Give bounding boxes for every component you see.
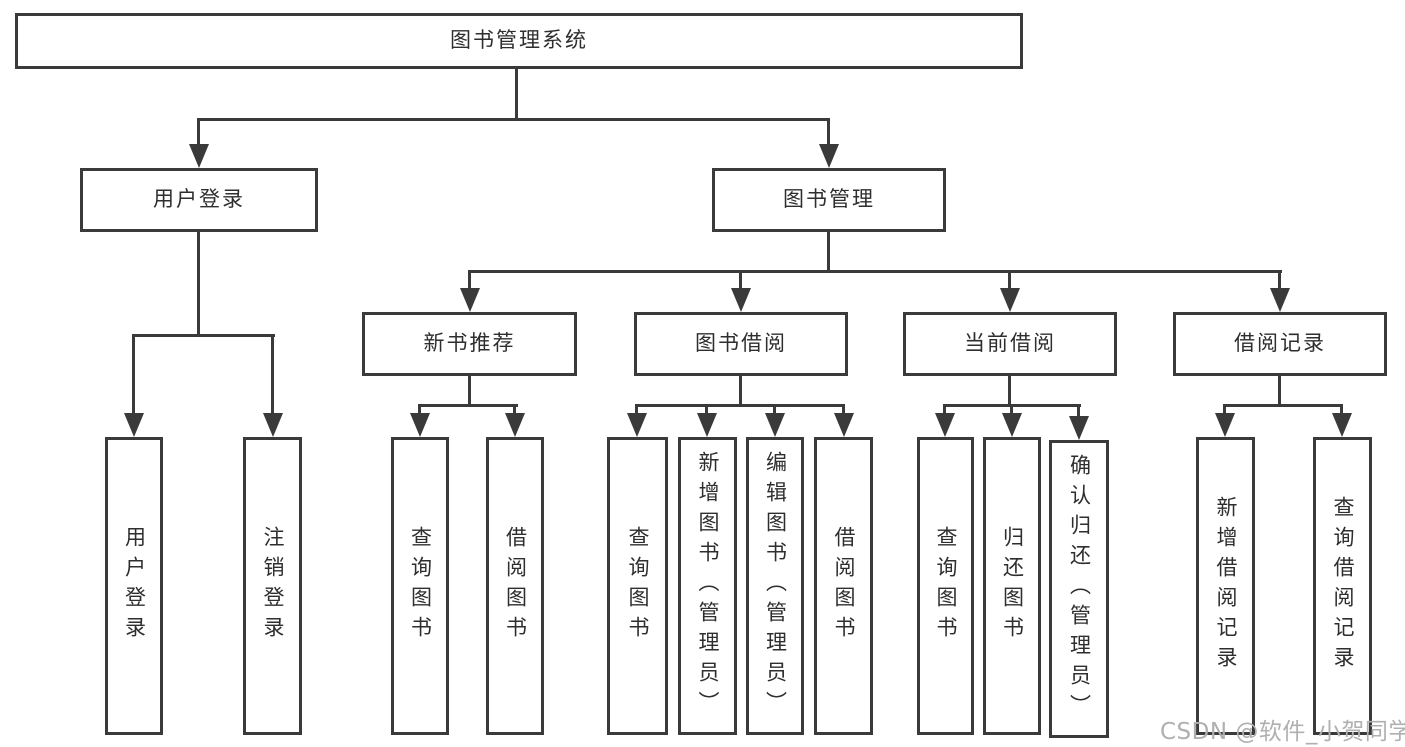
leaf-borrow-books-2: 借阅图书 [814, 437, 873, 735]
connector-g5-drop-1 [1223, 404, 1226, 417]
leaf-query-books-2: 查询图书 [607, 437, 668, 735]
leaf-edit-books-admin-label: 编辑图书（管理员） [763, 451, 788, 721]
connector-g3-drop-3 [773, 404, 776, 417]
node-root: 图书管理系统 [15, 13, 1023, 69]
arrowhead-leaf-return-books [1002, 413, 1022, 437]
leaf-query-books-1: 查询图书 [391, 437, 449, 735]
connector-l2-drop-1 [468, 270, 471, 292]
node-user-login-label: 用户登录 [153, 187, 245, 212]
leaf-query-books-3-label: 查询图书 [934, 526, 958, 646]
csdn-watermark: CSDN @软件_小贺同学 [1160, 719, 1405, 745]
arrowhead-leaf-confirm-return [1069, 416, 1089, 440]
arrowhead-leaf-add-record [1215, 413, 1235, 437]
connector-l2-drop-3 [1008, 270, 1011, 292]
node-borrow-record-label: 借阅记录 [1234, 331, 1326, 356]
connector-userlogin-stem [197, 230, 200, 337]
arrowhead-current-borrow [1000, 288, 1020, 312]
node-book-mgmt-label: 图书管理 [783, 187, 875, 212]
node-book-mgmt: 图书管理 [712, 168, 946, 232]
node-user-login: 用户登录 [80, 168, 318, 232]
arrowhead-leaf-query-books-1 [410, 413, 430, 437]
leaf-query-books-3: 查询图书 [917, 437, 974, 735]
node-borrow-record: 借阅记录 [1173, 312, 1387, 376]
connector-g4-drop-1 [943, 404, 946, 417]
connector-g1-drop-1 [132, 334, 135, 417]
leaf-user-login-label: 用户登录 [122, 526, 147, 646]
leaf-confirm-return-admin-label: 确认归还（管理员） [1067, 454, 1092, 724]
leaf-query-books-1-label: 查询图书 [408, 526, 433, 646]
connector-bookborrow-stem [739, 374, 742, 407]
arrowhead-leaf-edit-books [765, 413, 785, 437]
connector-g2-drop-1 [418, 404, 421, 417]
arrowhead-leaf-user-login [124, 413, 144, 437]
leaf-user-login: 用户登录 [105, 437, 163, 735]
arrowhead-leaf-add-books [697, 413, 717, 437]
leaf-query-borrow-record-label: 查询借阅记录 [1331, 496, 1355, 676]
leaf-add-books-admin-label: 新增图书（管理员） [696, 451, 720, 721]
connector-root-drop-right [827, 118, 830, 148]
connector-g5-drop-2 [1340, 404, 1343, 417]
connector-g3-drop-4 [842, 404, 845, 417]
connector-g2-drop-2 [513, 404, 516, 417]
arrowhead-book-borrow [731, 288, 751, 312]
leaf-add-books-admin: 新增图书（管理员） [678, 437, 737, 735]
leaf-return-books-label: 归还图书 [1000, 526, 1025, 646]
connector-borrowrecord-stem [1278, 374, 1281, 407]
connector-borrowrecord-rail [1223, 404, 1343, 407]
connector-l2-drop-2 [739, 270, 742, 292]
connector-g4-drop-2 [1010, 404, 1013, 417]
leaf-confirm-return-admin: 确认归还（管理员） [1049, 440, 1109, 738]
arrowhead-leaf-logout [263, 413, 283, 437]
arrowhead-leaf-query-record [1332, 413, 1352, 437]
connector-level2-rail [468, 270, 1282, 273]
node-new-book-rec-label: 新书推荐 [423, 331, 516, 356]
connector-bookborrow-rail [635, 404, 845, 407]
node-book-borrow-label: 图书借阅 [695, 331, 787, 356]
arrowhead-borrow-record [1270, 288, 1290, 312]
connector-root-stem [515, 69, 518, 121]
node-root-label: 图书管理系统 [450, 28, 588, 53]
leaf-borrow-books-1: 借阅图书 [486, 437, 544, 735]
arrowhead-leaf-query-books-2 [627, 413, 647, 437]
leaf-add-borrow-record-label: 新增借阅记录 [1214, 496, 1238, 676]
arrowhead-book-mgmt [819, 144, 839, 168]
leaf-query-books-2-label: 查询图书 [626, 526, 650, 646]
leaf-edit-books-admin: 编辑图书（管理员） [746, 437, 804, 735]
leaf-logout-label: 注销登录 [261, 526, 285, 646]
arrowhead-leaf-borrow-books-2 [834, 413, 854, 437]
connector-g4-drop-3 [1077, 404, 1080, 419]
node-current-borrow-label: 当前借阅 [964, 331, 1056, 356]
connector-newbook-stem [468, 374, 471, 407]
connector-userlogin-rail [132, 334, 275, 337]
connector-bookmgmt-stem [827, 230, 830, 273]
node-new-book-rec: 新书推荐 [362, 312, 577, 376]
connector-root-rail [197, 118, 830, 121]
leaf-borrow-books-2-label: 借阅图书 [832, 526, 856, 646]
arrowhead-user-login [189, 144, 209, 168]
connector-root-drop-left [197, 118, 200, 148]
leaf-logout: 注销登录 [243, 437, 302, 735]
leaf-return-books: 归还图书 [983, 437, 1041, 735]
connector-currentborrow-stem [1008, 374, 1011, 407]
arrowhead-leaf-query-books-3 [935, 413, 955, 437]
connector-g1-drop-2 [271, 334, 274, 417]
leaf-add-borrow-record: 新增借阅记录 [1196, 437, 1255, 735]
node-book-borrow: 图书借阅 [634, 312, 848, 376]
node-current-borrow: 当前借阅 [903, 312, 1117, 376]
connector-newbook-rail [418, 404, 518, 407]
arrowhead-leaf-borrow-books-1 [505, 413, 525, 437]
connector-g3-drop-2 [705, 404, 708, 417]
connector-l2-drop-4 [1278, 270, 1281, 292]
arrowhead-new-book-rec [460, 288, 480, 312]
connector-g3-drop-1 [635, 404, 638, 417]
leaf-borrow-books-1-label: 借阅图书 [503, 526, 528, 646]
leaf-query-borrow-record: 查询借阅记录 [1313, 437, 1372, 735]
